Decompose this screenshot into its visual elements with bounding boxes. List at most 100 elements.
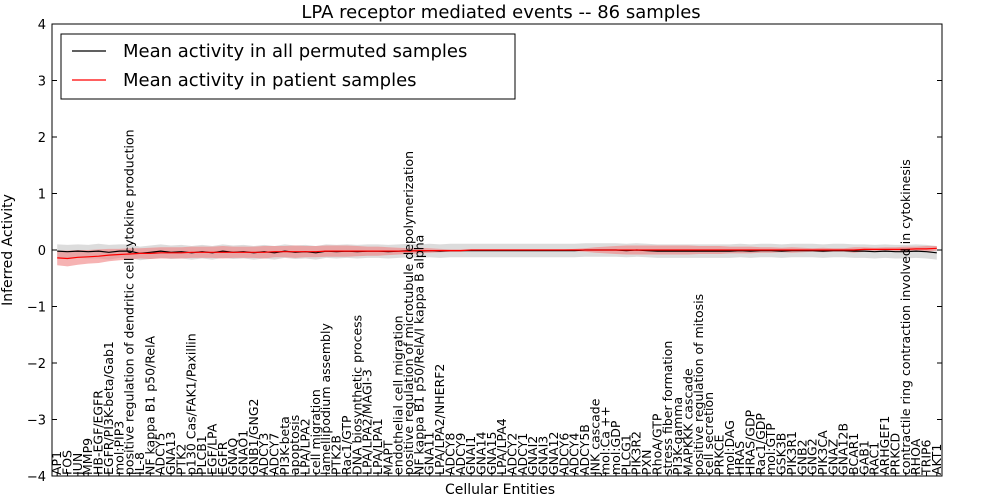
x-tick-label: mol:Ca ++ [598, 406, 613, 475]
y-tick-label: −4 [27, 470, 46, 485]
x-tick-label: AKT1 [929, 444, 944, 475]
x-tick-label: positive regulation of mitosis [691, 294, 706, 475]
x-tick-label: GNB2 [794, 439, 809, 475]
x-tick-label: FOS [60, 450, 75, 475]
x-tick-label: ADCY9 [453, 433, 468, 475]
x-tick-label: IL-8 [132, 452, 147, 475]
x-tick-label: DNA biosynthetic process [349, 315, 364, 475]
x-tick-label: EGFR [215, 441, 230, 475]
x-tick-label: ARHGEF1 [877, 416, 892, 475]
x-tick-label: JUN [70, 453, 85, 476]
x-tick-label: ADCY5B [577, 424, 592, 475]
x-tick-label: p130 Cas/FAK1/Paxillin [184, 333, 199, 475]
x-tick-label: MAPT [380, 440, 395, 475]
y-tick-label: 3 [38, 75, 46, 90]
y-tick-label: −3 [27, 414, 46, 429]
x-tick-label: mol:PIP3 [111, 421, 126, 475]
x-tick-label: GNAQ [225, 438, 240, 475]
x-tick-label: NF kappa B1 p50/RelA [142, 335, 157, 475]
series-line-patient [57, 247, 937, 260]
x-tick-label: BCAR1 [846, 433, 861, 475]
y-tick-label: 0 [38, 244, 46, 259]
x-tick-label: PIK3R1 [784, 431, 799, 475]
y-tick-label: −1 [27, 301, 46, 316]
x-tick-label: mol:GDP [608, 420, 623, 475]
y-tick-label: 2 [38, 131, 46, 146]
series-lines [57, 247, 937, 260]
y-tick-label: 1 [38, 188, 46, 203]
x-tick-label: LPA/LPA2/NHERF2 [432, 364, 447, 475]
x-tick-label: stress fiber formation [660, 341, 675, 475]
x-tick-label: ADCY5 [153, 433, 168, 475]
x-tick-label: GNA11 [422, 432, 437, 476]
x-tick-label: GNAI3 [536, 436, 551, 475]
x-tick-label: PTK2B [329, 435, 344, 475]
x-tick-label: NF kappa B1 p50/RelA/I kappa B alpha [411, 235, 426, 475]
x-tick-label: LPA/LPA1 [370, 418, 385, 475]
x-tick-label: PRKCD [887, 433, 902, 475]
x-tick-label: ADCY7 [267, 433, 282, 475]
x-tick-label: mol:GTP [763, 423, 778, 475]
x-axis-label: Cellular Entities [445, 482, 555, 498]
y-axis-ticks: −4 −3 −2 −1 0 1 2 3 4 [27, 18, 942, 485]
x-tick-label: HB-EGF/EGFR [91, 390, 106, 475]
x-tick-label: GNA12B [836, 423, 851, 475]
y-tick-label: −2 [27, 357, 46, 372]
x-tick-label: EGF/LPA [204, 423, 219, 475]
x-tick-label: cell migration [308, 389, 323, 475]
x-tick-label: GAB1 [856, 440, 871, 475]
x-tick-label: RHOA [908, 438, 923, 475]
x-tick-label: AP1 [49, 451, 64, 475]
x-tick-label: PXN [639, 450, 654, 475]
x-tick-label: positive regulation of dendritic cell cy… [122, 129, 137, 475]
x-tick-label: positive regulation of microtubule depol… [401, 151, 416, 475]
x-tick-label: GSK3B [774, 433, 789, 475]
x-tick-label: ADCY1 [515, 433, 530, 475]
x-tick-label: RhoA/GTP [649, 413, 664, 475]
x-tick-label: mol:DAG [722, 420, 737, 475]
x-tick-label: GNAZ [825, 439, 840, 475]
x-tick-label: LPA/LPA2 [298, 418, 313, 475]
x-tick-label: JNK cascade [587, 398, 602, 476]
x-tick-label: ADCY6 [556, 433, 571, 475]
x-tick-label: GNG2 [805, 438, 820, 475]
x-tick-label: PLCG1 [618, 434, 633, 475]
legend-label-permuted: Mean activity in all permuted samples [123, 41, 467, 62]
x-tick-label: GNB1/GNG2 [246, 399, 261, 475]
x-axis-ticks: AP1FOSJUNMMP9HB-EGF/EGFREGFR/PI3K-beta/G… [49, 129, 944, 476]
legend: Mean activity in all permuted samples Me… [60, 33, 516, 100]
x-tick-label: PI3K-gamma [670, 397, 685, 475]
legend-box [60, 33, 516, 100]
x-tick-label: Rac1/GDP [753, 413, 768, 475]
x-tick-label: RAC1 [867, 442, 882, 475]
x-tick-label: cell secretion [701, 392, 716, 475]
x-tick-label: GNAO1 [236, 430, 251, 475]
x-tick-label: MAPKKK cascade [681, 368, 696, 475]
x-tick-label: ADCY3 [256, 433, 271, 475]
x-tick-label: LPA/LPA4 [494, 418, 509, 475]
x-tick-label: GNAI1 [463, 436, 478, 475]
x-tick-label: LPA/LPA2/MAGI-3 [360, 369, 375, 475]
x-tick-label: GNA15 [484, 432, 499, 476]
x-tick-label: TRIP6 [919, 439, 934, 476]
x-tick-label: PTK2 [173, 444, 188, 475]
y-tick-label: 4 [38, 18, 46, 33]
x-tick-label: EGFR/PI3K-beta/Gab1 [101, 341, 116, 475]
plot-frame [51, 23, 943, 477]
x-tick-label: PIK3CA [815, 430, 830, 475]
x-tick-label: endothelial cell migration [391, 315, 406, 475]
x-tick-label: ADCY8 [442, 433, 457, 475]
x-tick-label: ADCY2 [505, 433, 520, 475]
x-tick-label: Rac1/GTP [339, 415, 354, 475]
x-tick-label: apoptosis [287, 415, 302, 475]
x-tick-label: GNA12 [546, 432, 561, 476]
x-tick-label: GNA13 [163, 432, 178, 476]
x-tick-label: GNAI2 [525, 436, 540, 475]
x-tick-label: contractile ring contraction involved in… [898, 159, 913, 475]
x-tick-label: PIK3R2 [629, 431, 644, 475]
x-tick-label: PI3K-beta [277, 416, 292, 475]
confidence-bands [57, 243, 937, 267]
chart-title: LPA receptor mediated events -- 86 sampl… [301, 2, 700, 23]
y-axis-label: Inferred Activity [0, 194, 16, 306]
